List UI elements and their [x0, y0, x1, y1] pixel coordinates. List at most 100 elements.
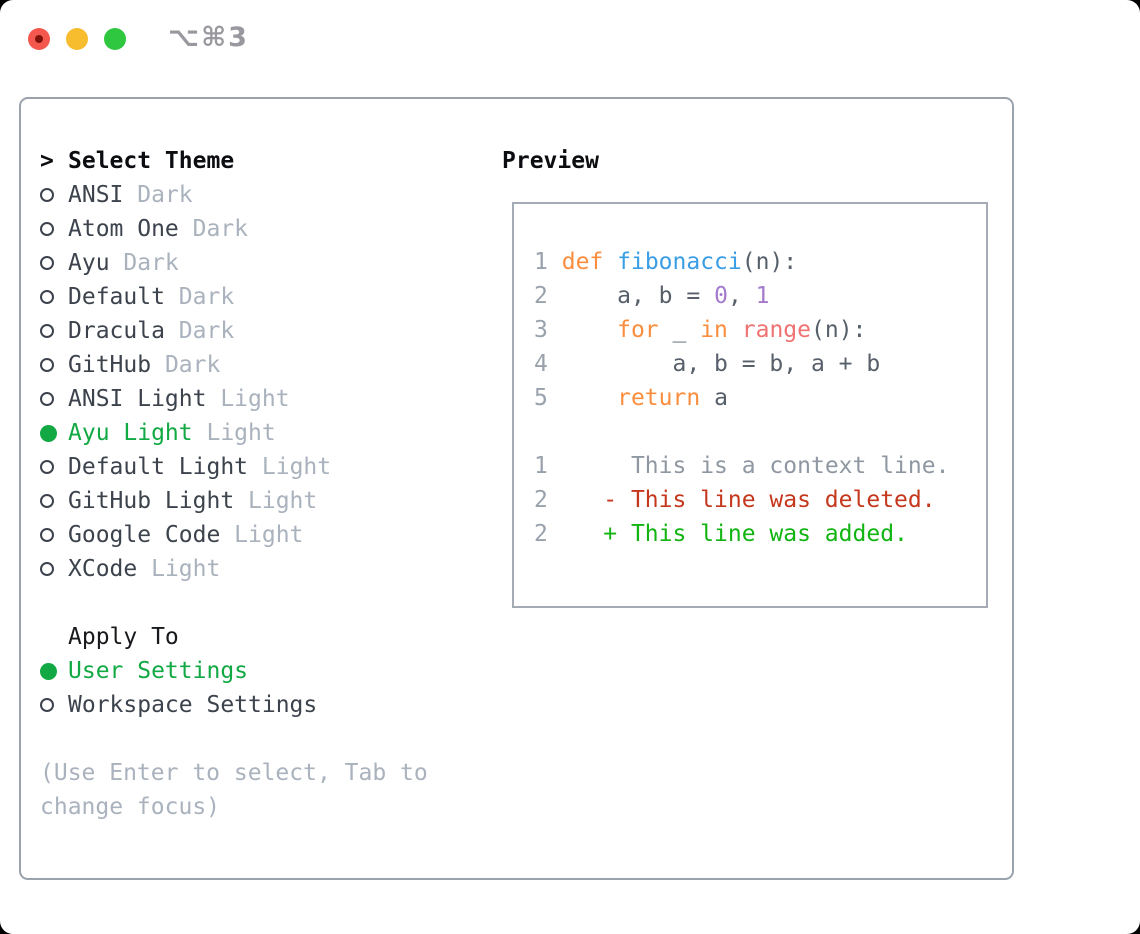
- theme-variant: Light: [261, 454, 332, 480]
- theme-name: Google Code: [68, 522, 235, 548]
- theme-variant: Light: [234, 522, 304, 548]
- code-token: [548, 453, 631, 479]
- radio-icon: [40, 392, 54, 406]
- radio-marker: [40, 188, 68, 202]
- code-token: [548, 317, 617, 343]
- code-token: fibonacci: [617, 249, 742, 275]
- code-token: a: [714, 385, 728, 411]
- theme-name: GitHub: [68, 352, 165, 378]
- line-number: 4: [534, 351, 548, 377]
- theme-option[interactable]: Atom One Dark: [40, 212, 485, 246]
- theme-name: Ayu Light: [68, 420, 207, 446]
- code-token: (n):: [811, 317, 867, 343]
- line-number: 3: [534, 317, 548, 343]
- code-token: This is a context line.: [630, 453, 950, 479]
- apply-option[interactable]: Workspace Settings: [40, 688, 485, 722]
- code-token: ,: [630, 283, 659, 309]
- theme-variant: Light: [206, 420, 276, 446]
- radio-icon: [40, 222, 54, 236]
- theme-option[interactable]: Dracula Dark: [40, 314, 485, 348]
- radio-marker: [40, 562, 68, 576]
- code-line: 4 a, b = b, a + b: [534, 347, 980, 381]
- theme-option[interactable]: ANSI Light Light: [40, 382, 485, 416]
- code-token: in: [700, 317, 728, 343]
- gap: [534, 415, 980, 449]
- apply-option[interactable]: User Settings: [40, 654, 485, 688]
- code-token: [603, 249, 617, 275]
- radio-marker: [40, 290, 68, 304]
- radio-icon: [40, 528, 54, 542]
- radio-icon: [40, 698, 54, 712]
- apply-to-header-label: Apply To: [68, 624, 179, 650]
- close-button[interactable]: [28, 28, 50, 50]
- line-number: 5: [534, 385, 548, 411]
- unsaved-dot-icon: [35, 35, 43, 43]
- code-token: [700, 385, 714, 411]
- theme-option[interactable]: Ayu Light Light: [40, 416, 485, 450]
- minimize-button[interactable]: [66, 28, 88, 50]
- preview-header: Preview: [502, 148, 599, 174]
- theme-name: ANSI: [68, 182, 138, 208]
- theme-name: Dracula: [68, 318, 179, 344]
- radio-marker: [40, 494, 68, 508]
- zoom-button[interactable]: [104, 28, 126, 50]
- radio-marker: [40, 460, 68, 474]
- code-token: (n):: [741, 249, 798, 275]
- theme-option[interactable]: Google Code Light: [40, 518, 485, 552]
- theme-variant: Dark: [164, 352, 221, 378]
- line-number: 1: [534, 249, 548, 275]
- code-token: 1: [755, 283, 770, 309]
- theme-name: Ayu: [68, 250, 124, 276]
- theme-option[interactable]: GitHub Dark: [40, 348, 485, 382]
- theme-name: GitHub Light: [68, 488, 249, 514]
- code-token: return: [617, 385, 701, 411]
- theme-variant: Dark: [178, 284, 235, 310]
- theme-option[interactable]: XCode Light: [40, 552, 485, 586]
- theme-option[interactable]: GitHub Light Light: [40, 484, 485, 518]
- focus-caret-icon: >: [40, 148, 54, 174]
- select-theme-header-label: Select Theme: [68, 148, 235, 174]
- radio-marker: [40, 256, 68, 270]
- theme-option[interactable]: Default Dark: [40, 280, 485, 314]
- code-token: _: [658, 317, 701, 343]
- radio-marker: [40, 358, 68, 372]
- theme-name: Default Light: [68, 454, 262, 480]
- code-token: [728, 317, 742, 343]
- code-token: [548, 521, 603, 547]
- radio-icon: [40, 324, 54, 338]
- line-number: 2: [534, 283, 548, 309]
- code-token: a: [617, 283, 631, 309]
- code-token: for: [617, 317, 659, 343]
- code-line: 2 - This line was deleted.: [534, 483, 980, 517]
- window-title: ⌥⌘3: [168, 22, 249, 53]
- code-token: ,: [727, 283, 756, 309]
- code-line: 2 a, b = 0, 1: [534, 279, 980, 313]
- code-token: def: [561, 249, 604, 275]
- code-line: 3 for _ in range(n):: [534, 313, 980, 347]
- code-token: [548, 249, 562, 275]
- apply-option-label: User Settings: [68, 658, 249, 684]
- theme-name: Default: [68, 284, 179, 310]
- theme-option[interactable]: ANSI Dark: [40, 178, 485, 212]
- theme-variant: Dark: [178, 318, 235, 344]
- code-token: a, b = b, a + b: [672, 351, 881, 377]
- theme-option[interactable]: Ayu Dark: [40, 246, 485, 280]
- theme-option[interactable]: Default Light Light: [40, 450, 485, 484]
- radio-marker: [40, 424, 68, 442]
- radio-icon: [40, 358, 54, 372]
- theme-variant: Dark: [123, 250, 179, 276]
- theme-variant: Light: [248, 488, 318, 514]
- code-token: 0: [714, 283, 728, 309]
- theme-name: Atom One: [68, 216, 193, 242]
- theme-variant: Dark: [192, 216, 249, 242]
- line-number: 2: [534, 521, 548, 547]
- code-line: 1 def fibonacci(n):: [534, 245, 980, 279]
- theme-variant: Dark: [137, 182, 193, 208]
- radio-icon: [40, 562, 54, 576]
- line-number: 2: [534, 487, 548, 513]
